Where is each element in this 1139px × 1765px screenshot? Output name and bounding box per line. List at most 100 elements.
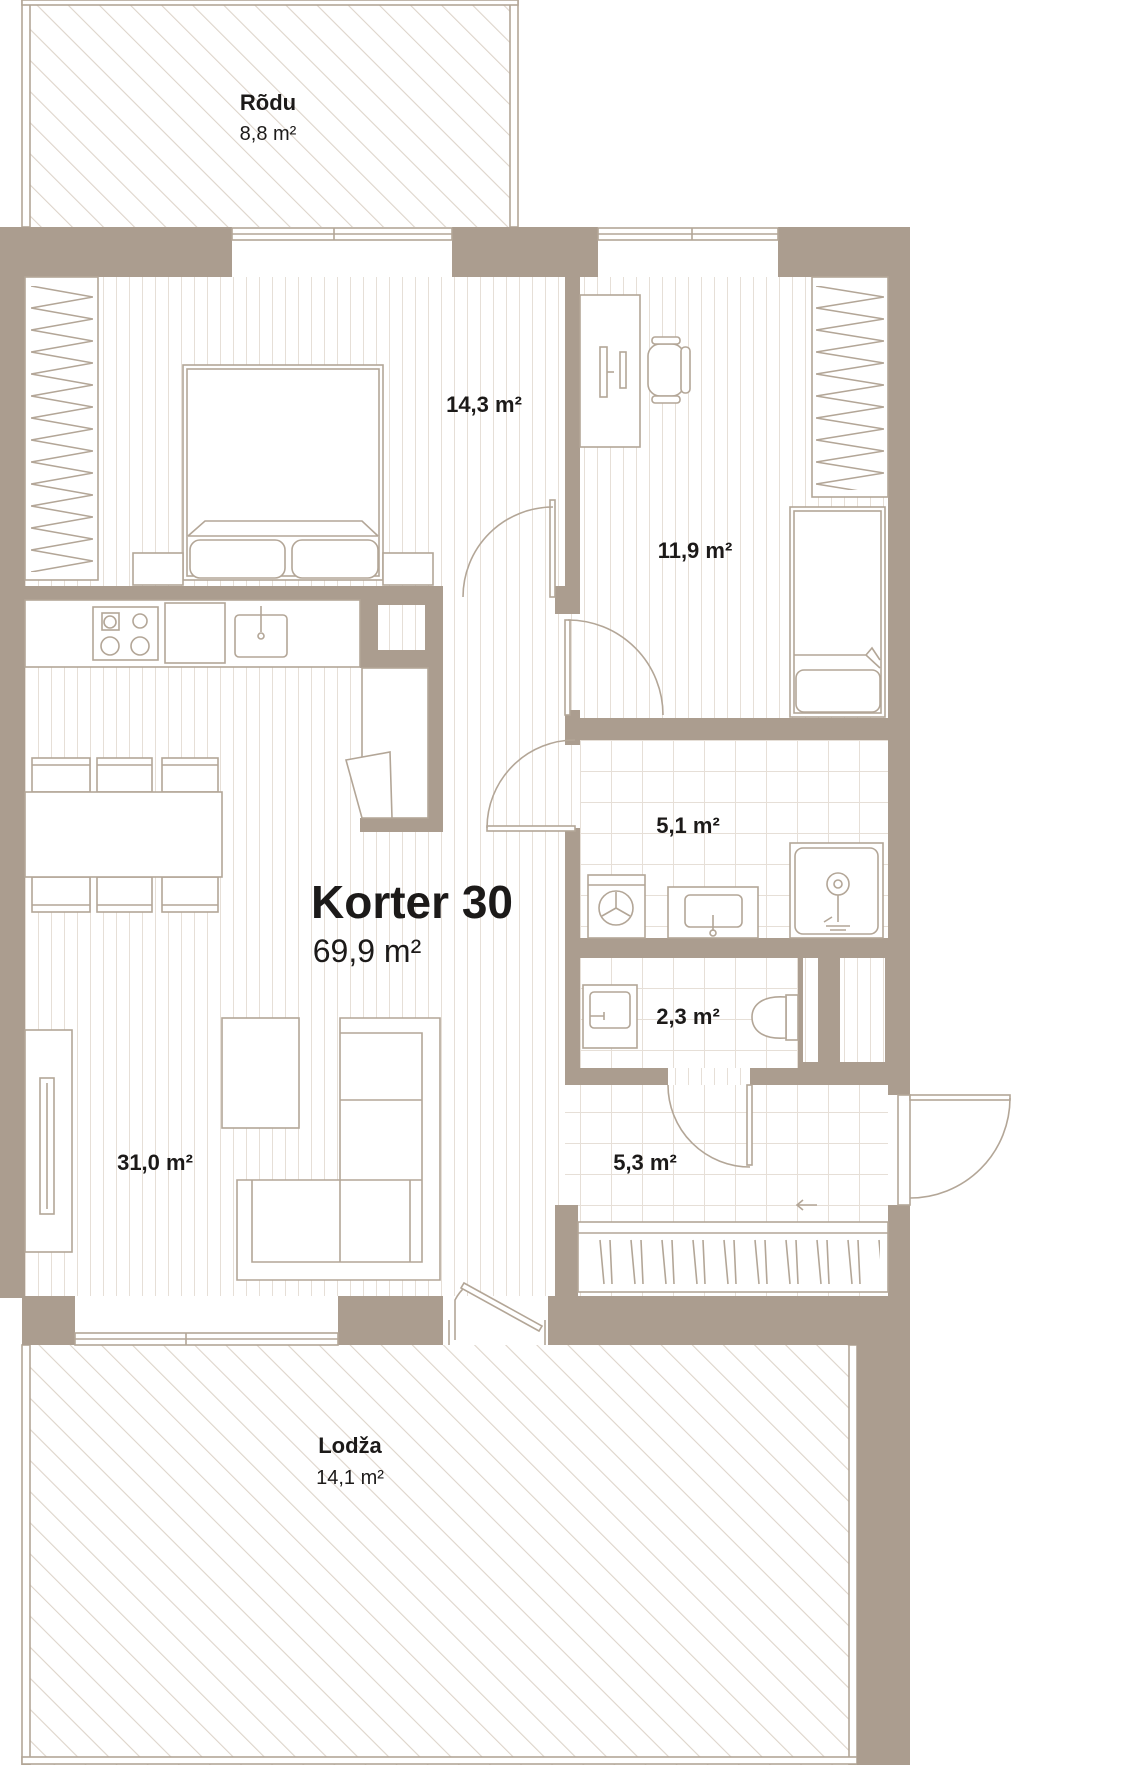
- dining-table: [24, 791, 223, 878]
- living-furniture: [24, 599, 441, 1281]
- wc-area: 2,3 m²: [656, 1004, 720, 1029]
- dining-chair: [161, 757, 219, 793]
- wall-wc-hall-left: [565, 1068, 668, 1085]
- dining-chair: [96, 757, 153, 793]
- wall-fridge-side: [428, 668, 443, 832]
- bedroom-small-area: 11,9 m²: [658, 538, 733, 563]
- wall-shafts: [798, 958, 888, 1068]
- wall-hall-lower-left: [555, 1205, 578, 1296]
- desk: [579, 294, 641, 448]
- bedroom-small-furniture: [579, 276, 889, 718]
- nightstand-left: [132, 552, 184, 586]
- coffee-table: [221, 1017, 300, 1129]
- loggia-rail: [21, 1756, 858, 1765]
- bedroom-area: 14,3 m²: [446, 392, 522, 417]
- loggia-post-right: [848, 1344, 858, 1765]
- wall-bedroom-kitchen: [25, 586, 443, 600]
- keyboard: [619, 351, 627, 389]
- balcony-top-area: 8,8 m²: [240, 123, 297, 145]
- arrow-left-icon: [795, 1199, 817, 1211]
- washing-machine-drum: [598, 890, 634, 926]
- dining-chair: [31, 757, 91, 793]
- shower-mixer: [823, 895, 850, 931]
- entrance-frame: [897, 1094, 911, 1206]
- hall-area: 5,3 m²: [613, 1150, 677, 1175]
- doors: [448, 499, 1011, 1345]
- kitchen-cabinet: [164, 602, 226, 664]
- balcony-top-rail: [21, 0, 519, 6]
- hall-wardrobe-hangers: [590, 1234, 880, 1290]
- balcony-top-floor: [22, 0, 518, 227]
- double-bed-blanket-fold: [187, 520, 379, 537]
- wall-bedroom-small-bath: [565, 718, 888, 740]
- door-bathroom-leaf: [486, 825, 576, 832]
- wall-right-outer-upper: [888, 227, 910, 1095]
- nightstand-right: [382, 552, 434, 586]
- bathroom-fixtures: [587, 842, 884, 939]
- stove-burner: [132, 613, 148, 629]
- wall-wc-hall-right: [750, 1068, 910, 1085]
- door-bathroom-swing: [486, 739, 576, 829]
- wall-wc-left: [565, 958, 580, 1085]
- bathroom-drain: [709, 929, 717, 937]
- pillow-right: [291, 539, 379, 579]
- dining-chair: [161, 876, 219, 913]
- dining-chair: [96, 876, 153, 913]
- balcony-top-post-right: [509, 0, 519, 228]
- door-entrance-leaf: [909, 1094, 1011, 1101]
- dining-chair: [31, 876, 91, 913]
- loggia-label: Lodža: [318, 1433, 382, 1458]
- sofa-cushions: [339, 1099, 422, 1262]
- loggia-area: 14,1 m²: [316, 1467, 384, 1489]
- desk-chair-back: [680, 346, 691, 394]
- apartment-total-area: 69,9 m²: [313, 933, 422, 969]
- fridge-door: [344, 751, 393, 819]
- desk-chair-arm-bottom: [651, 395, 681, 404]
- wall-stub-hall-top: [555, 586, 580, 614]
- shower-tray: [794, 847, 879, 935]
- single-bed-blanket-fold: [794, 646, 881, 669]
- sofa-back: [251, 1032, 423, 1263]
- wc-fixtures: [582, 984, 799, 1049]
- door-bedroom-swing: [462, 506, 554, 598]
- door-loggia-leaf: [459, 1281, 544, 1333]
- wall-stub-hall-middle: [565, 710, 580, 745]
- door-entrance-swing: [909, 1097, 1011, 1199]
- wall-bottom-left-block: [22, 1296, 75, 1345]
- wall-top-left: [0, 227, 232, 277]
- door-bedroom-small-leaf: [564, 619, 571, 716]
- stove-burner: [103, 615, 117, 629]
- wall-shaft-block: [360, 586, 443, 668]
- wall-bottom-right: [548, 1296, 910, 1345]
- double-bed-mattress: [186, 368, 380, 577]
- stove-burner: [130, 636, 150, 656]
- wall-bottom-middle: [338, 1296, 443, 1345]
- balcony-top-label: Rõdu: [240, 90, 296, 115]
- apartment-title: Korter 30: [311, 876, 513, 928]
- windows: [74, 227, 911, 1346]
- monitor: [599, 346, 608, 398]
- loggia-floor: [22, 1345, 857, 1765]
- desk-chair-seat: [647, 343, 685, 397]
- loggia-post-left: [21, 1344, 31, 1765]
- wc-sink-basin: [589, 991, 631, 1029]
- kitchen-drain: [257, 632, 265, 640]
- washing-machine-drum-ribs: [601, 892, 631, 917]
- wall-top-middle: [452, 227, 598, 277]
- balcony-top-post-left: [21, 0, 31, 228]
- wall-bath-left: [565, 828, 580, 938]
- wc-faucet: [590, 1012, 605, 1020]
- door-wc-leaf: [746, 1084, 753, 1166]
- toilet-tank: [785, 994, 799, 1041]
- door-bedroom-leaf: [549, 499, 556, 598]
- living-kitchen-area: 31,0 m²: [117, 1150, 193, 1175]
- shower-drain-center: [833, 879, 843, 889]
- wardrobe-left-doors: [31, 286, 93, 572]
- walls: [0, 227, 910, 1765]
- door-wc-swing: [667, 1084, 751, 1168]
- pillow-left: [189, 539, 286, 579]
- wall-right-outer-lower: [888, 1205, 910, 1298]
- single-bed-mattress: [793, 510, 882, 714]
- wall-bedroom-small-left: [565, 277, 580, 599]
